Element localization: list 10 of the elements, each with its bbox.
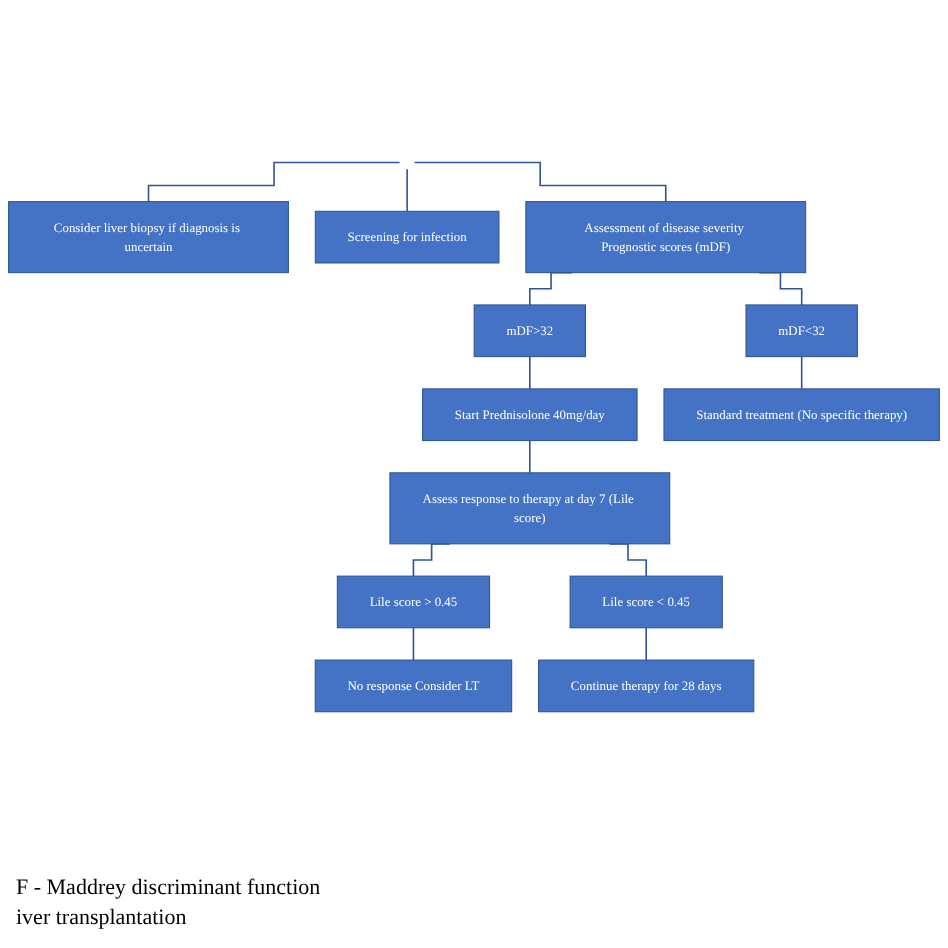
connector: [412, 627, 415, 661]
footnote: iver transplantation: [16, 906, 189, 930]
connector: [413, 161, 667, 203]
connector: [800, 355, 803, 390]
connector: [529, 439, 531, 474]
connector: [529, 355, 531, 390]
footnote: F - Maddrey discriminant function: [16, 876, 321, 900]
connector: [147, 161, 401, 203]
connector: [406, 168, 408, 213]
connector: [645, 627, 647, 661]
